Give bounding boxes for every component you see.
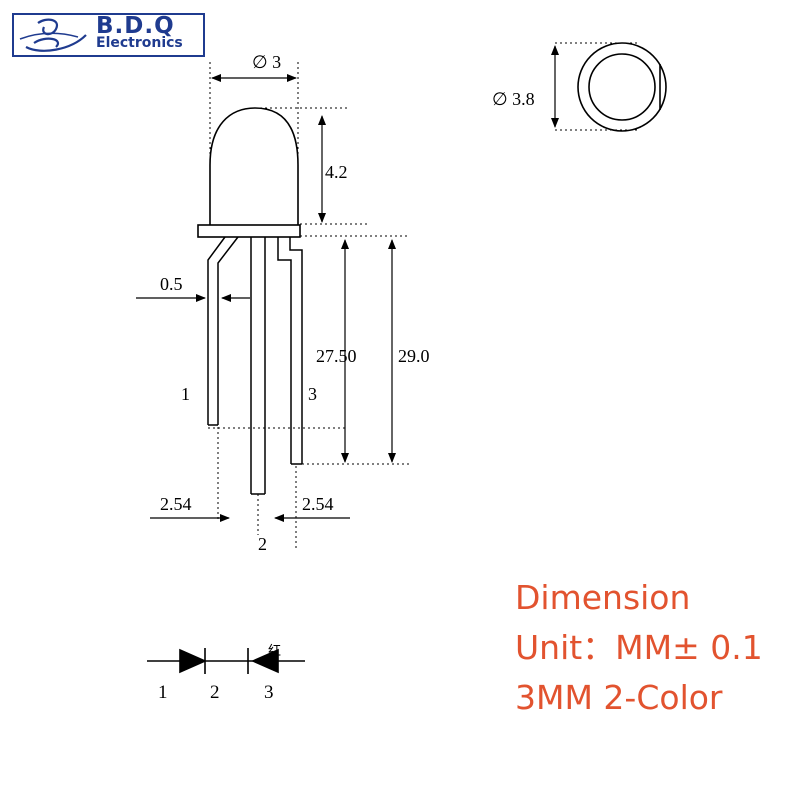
schematic-pin-1: 1 bbox=[158, 682, 168, 703]
led-flange bbox=[197, 224, 301, 238]
label-lens-diameter: ∅ 3 bbox=[252, 52, 281, 72]
brand-logo: B.D.Q Electronics bbox=[12, 13, 205, 57]
logo-title: B.D.Q bbox=[96, 13, 175, 39]
lead-3 bbox=[277, 237, 303, 465]
extension-lines bbox=[208, 42, 640, 550]
pin-label-3: 3 bbox=[308, 384, 317, 404]
lead-2 bbox=[250, 237, 266, 495]
logo-subtitle: Electronics bbox=[96, 35, 183, 51]
label-dome-height: 4.2 bbox=[325, 162, 348, 182]
label-short-lead: 27.50 bbox=[316, 346, 357, 366]
label-lead-width: 0.5 bbox=[160, 274, 183, 294]
label-pitch-right: 2.54 bbox=[302, 494, 334, 514]
diode-right-icon bbox=[251, 648, 279, 674]
diode-left-icon bbox=[179, 648, 207, 674]
label-flange-diameter: ∅ 3.8 bbox=[492, 89, 535, 109]
schematic-color-note: 红 bbox=[268, 643, 281, 659]
label-pitch-left: 2.54 bbox=[160, 494, 192, 514]
lead-1 bbox=[207, 236, 239, 426]
info-product: 3MM 2-Color bbox=[515, 678, 723, 717]
schematic-pin-2: 2 bbox=[210, 682, 220, 703]
logo-emblem-icon bbox=[19, 18, 87, 52]
led-top-view bbox=[577, 42, 667, 132]
pin-label-1: 1 bbox=[181, 384, 190, 404]
pin-label-2: 2 bbox=[258, 534, 267, 554]
schematic-pin-3: 3 bbox=[264, 682, 274, 703]
label-long-lead: 29.0 bbox=[398, 346, 430, 366]
led-lens-outline bbox=[209, 107, 299, 225]
info-unit: Unit：MM± 0.1 bbox=[515, 628, 763, 667]
schematic-symbol bbox=[147, 648, 305, 674]
info-dimension: Dimension bbox=[515, 578, 691, 617]
